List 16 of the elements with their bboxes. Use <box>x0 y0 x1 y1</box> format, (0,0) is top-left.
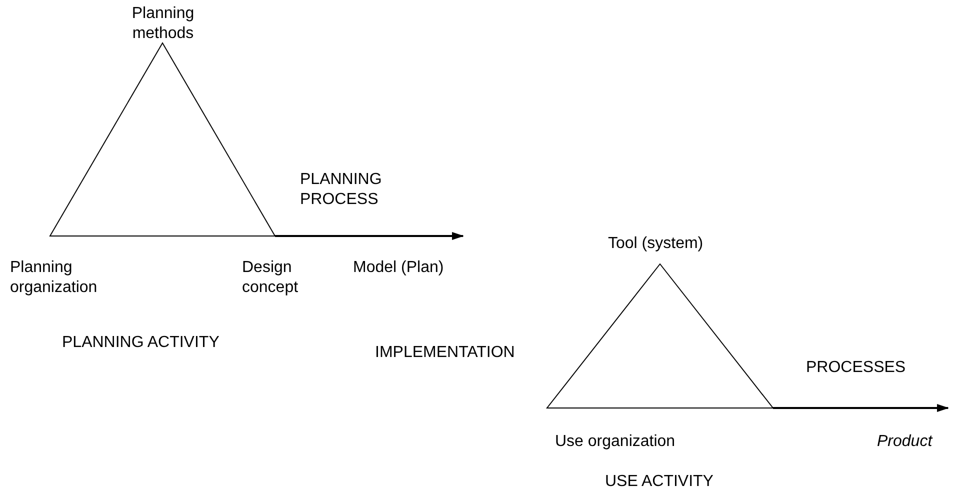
corner-label: Design concept <box>242 258 300 298</box>
corner-label: Planning organization <box>10 258 98 298</box>
edge-label: PROCESSES <box>806 358 907 378</box>
triangle <box>50 43 275 236</box>
side-label: IMPLEMENTATION <box>375 343 516 363</box>
edge-label: PLANNING PROCESS <box>300 170 383 210</box>
arrow <box>275 232 464 240</box>
activity-title: USE ACTIVITY <box>605 472 714 492</box>
activity-title: PLANNING ACTIVITY <box>62 333 220 353</box>
corner-label: Use organization <box>555 432 676 452</box>
corner-label: Tool (system) <box>608 234 704 254</box>
corner-label: Planning methods <box>130 4 196 44</box>
output-label: Model (Plan) <box>353 258 445 278</box>
arrow <box>773 404 949 412</box>
output-label: Product <box>877 432 934 452</box>
triangle <box>547 264 773 408</box>
